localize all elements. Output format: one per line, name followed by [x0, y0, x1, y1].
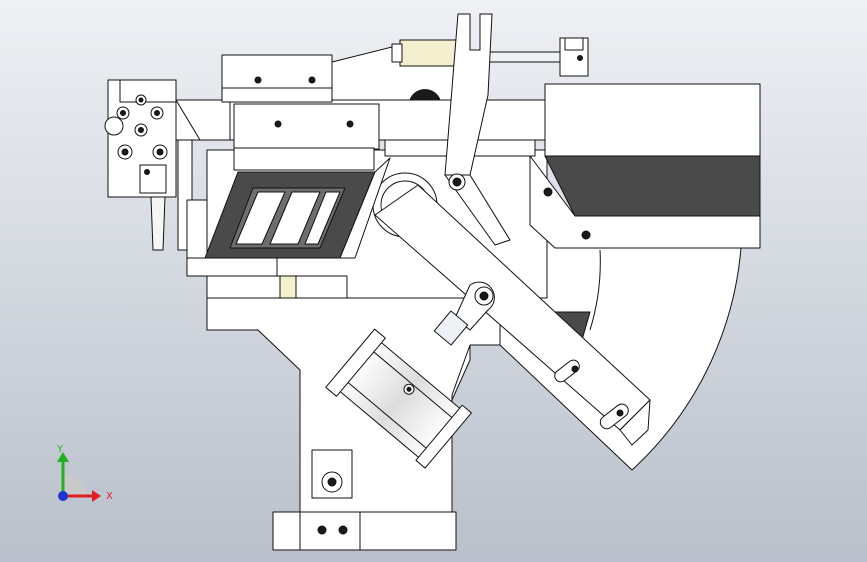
arm-slot-pin [571, 365, 579, 373]
bracket-bore-center [138, 127, 144, 133]
crossbar-slot-base [233, 147, 375, 171]
left-lower-block [206, 275, 348, 299]
rear-clevis-pin [327, 477, 337, 487]
x-axis-label: X [106, 491, 113, 502]
lever-pivot-pin [452, 177, 462, 187]
top-ramp-dark [409, 89, 441, 101]
push-rod [484, 51, 561, 63]
brass-spacer [279, 275, 297, 299]
bracket-bore-center [120, 110, 126, 116]
swing-arm-end [619, 399, 651, 446]
left-upright [186, 199, 208, 259]
clevis-eye-pin [479, 291, 489, 301]
left-ledge [186, 257, 278, 277]
rod-end-cap [564, 37, 584, 51]
cylinder-port [406, 386, 412, 392]
y-axis-label: Y [56, 444, 64, 455]
z-axis-dot [58, 491, 68, 501]
crossbar-slot [233, 103, 380, 150]
guide-hole [308, 76, 316, 84]
base-foot-inner [299, 511, 361, 551]
mechanism-assembly[interactable] [104, 13, 761, 551]
guide-hole [254, 76, 262, 84]
tray-window-mid [269, 191, 321, 245]
x-axis-head [92, 490, 101, 502]
top-guide-base [221, 87, 333, 103]
right-head-lower [529, 155, 761, 249]
sensor-dot [144, 169, 150, 175]
bracket-bore-center [138, 97, 144, 103]
rod-end-hole [577, 55, 583, 61]
foot-bolt-hole [338, 525, 348, 535]
coordinate-triad: Y X [56, 444, 113, 502]
collar-end [391, 43, 403, 63]
crossbar-hole [274, 120, 282, 128]
arc-sector-inner-edge [589, 249, 601, 331]
head-hole [543, 187, 553, 197]
right-head-block [544, 83, 761, 157]
bracket-knob [104, 116, 124, 136]
right-head-dark-face [544, 155, 761, 217]
cylinder-endcap [325, 328, 386, 397]
arm-slot-pin [616, 409, 624, 417]
arm-slot [554, 359, 580, 383]
bracket-bore-center [154, 110, 160, 116]
cylinder-headcap [415, 404, 472, 469]
triad-xy-plane [64, 474, 86, 496]
bracket-sensor [139, 164, 167, 194]
crossbar-hole [346, 120, 354, 128]
side-bracket-top [119, 79, 177, 103]
bracket-screw-center [156, 148, 164, 156]
bracket-screw-center [121, 148, 129, 156]
piston-rod [433, 310, 469, 346]
cylinder-tierod [373, 351, 453, 418]
conical-nozzle [150, 196, 166, 251]
crossbar-bevel [175, 99, 231, 141]
top-guide-block [221, 54, 333, 91]
cylinder-tierod [347, 382, 427, 449]
tray-side-rail [339, 157, 391, 259]
brass-collar [399, 39, 459, 67]
tray-window-right [304, 191, 341, 245]
tray-window-left [235, 191, 286, 245]
y-axis-head [57, 452, 69, 462]
head-hole [581, 230, 591, 240]
foot-bolt-hole [317, 525, 327, 535]
pneumatic-cylinder [325, 328, 472, 469]
arc-sector-plate [499, 229, 743, 471]
